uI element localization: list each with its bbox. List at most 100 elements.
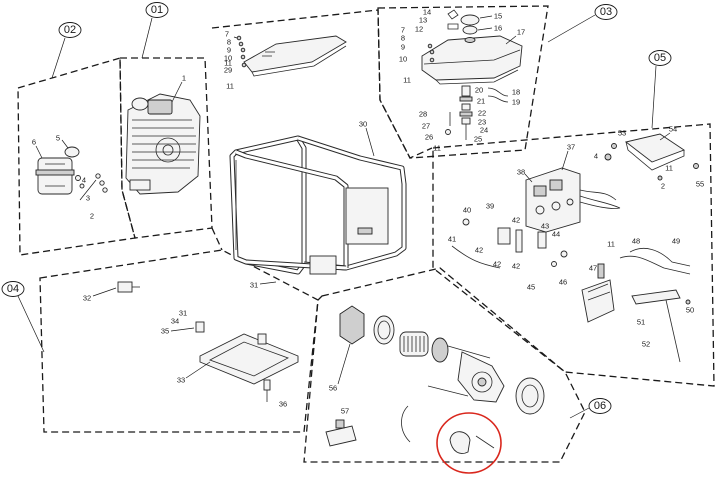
group-label-02-text: 02 [64, 24, 76, 36]
part-label-4: 4 [82, 176, 86, 185]
part-label-24: 24 [480, 126, 488, 135]
part-label-43: 43 [541, 222, 549, 231]
part-label-38: 38 [517, 168, 525, 177]
group-02-outline [17, 57, 136, 256]
part-label-49: 49 [672, 237, 680, 246]
group-label-05: 05 [648, 50, 672, 129]
part-label-7: 7 [225, 30, 229, 39]
part-label-14: 14 [423, 8, 431, 17]
part-label-11-panel: 11 [665, 164, 673, 173]
part-label-9: 9 [227, 46, 231, 55]
part-label-19: 19 [512, 98, 520, 107]
group-label-06: 06 [569, 398, 612, 419]
group-label-06-text: 06 [594, 400, 606, 412]
part-label-48: 48 [632, 237, 640, 246]
part-label-11-tank: 11 [403, 76, 411, 85]
part-label-54: 54 [669, 125, 677, 134]
part-label-21: 21 [477, 97, 485, 106]
part-label-57: 57 [341, 407, 349, 416]
group-label-05-text: 05 [654, 52, 666, 64]
part-label-45: 45 [527, 283, 535, 292]
group-05-outline [432, 123, 715, 387]
part-label-1: 1 [182, 74, 186, 83]
group-mid-outline [211, 227, 223, 251]
part-label-29: 29 [224, 66, 232, 75]
frame-assembly [229, 135, 407, 275]
part-label-42-b: 42 [475, 246, 483, 255]
part-label-33: 33 [177, 376, 185, 385]
part-label-22: 22 [478, 109, 486, 118]
part-label-10-tank: 10 [399, 55, 407, 64]
part-label-2-panel: 2 [661, 182, 665, 191]
control-panel-assembly [451, 133, 699, 363]
tank-cover-assembly [233, 35, 347, 77]
group-01-outline [119, 57, 213, 239]
part-label-40: 40 [463, 206, 471, 215]
part-label-11-tank-lower: 11 [433, 144, 441, 153]
part-label-41: 41 [448, 235, 456, 244]
base-mount-assembly [117, 281, 299, 402]
group-04-outline [39, 249, 319, 433]
part-label-35: 35 [161, 327, 169, 336]
engine-assembly [125, 93, 201, 195]
alternator-assembly [325, 305, 545, 454]
part-label-4-panel: 4 [594, 152, 598, 161]
part-label-25: 25 [474, 135, 482, 144]
part-label-42-a: 42 [512, 216, 520, 225]
part-label-50: 50 [686, 306, 694, 315]
part-label-56: 56 [329, 384, 337, 393]
group-03-outline [377, 5, 549, 159]
part-label-18: 18 [512, 88, 520, 97]
part-label-11-battery: 11 [607, 240, 615, 249]
part-label-20: 20 [475, 86, 483, 95]
part-label-7-tank: 7 [401, 26, 405, 35]
group-label-04-text: 04 [7, 283, 19, 295]
part-label-8-tank: 8 [401, 34, 405, 43]
group-label-01: 01 [141, 2, 169, 59]
part-label-5: 5 [56, 134, 60, 143]
group-top-outline [211, 9, 433, 159]
group-label-03: 03 [547, 4, 618, 43]
part-label-27: 27 [422, 122, 430, 131]
part-label-42-c: 42 [493, 260, 501, 269]
part-label-30: 30 [359, 120, 367, 129]
group-label-02: 02 [51, 22, 82, 79]
group-label-01-text: 01 [151, 4, 163, 16]
part-label-36: 36 [279, 400, 287, 409]
part-label-8: 8 [227, 38, 231, 47]
highlight-circle [436, 412, 502, 474]
part-label-26: 26 [425, 133, 433, 142]
part-label-31-frame: 31 [250, 281, 258, 290]
part-label-55: 55 [696, 180, 704, 189]
part-label-51: 51 [637, 318, 645, 327]
part-label-11-top: 11 [224, 59, 232, 68]
part-label-34: 34 [171, 317, 179, 326]
part-label-42-d: 42 [512, 262, 520, 271]
part-label-47: 47 [589, 264, 597, 273]
part-label-10: 10 [224, 54, 232, 63]
part-label-53: 53 [618, 129, 626, 138]
group-label-04: 04 [1, 281, 45, 353]
part-label-32: 32 [83, 294, 91, 303]
part-label-39: 39 [486, 202, 494, 211]
muffler-assembly [35, 146, 108, 201]
part-label-28: 28 [419, 110, 427, 119]
part-label-3: 3 [86, 194, 90, 203]
part-label-2: 2 [90, 212, 94, 221]
fuel-tank-assembly [421, 9, 523, 140]
part-label-44: 44 [552, 230, 560, 239]
part-label-16: 16 [494, 24, 502, 33]
part-label-6: 6 [32, 138, 36, 147]
part-label-9-tank: 9 [401, 43, 405, 52]
part-label-52: 52 [642, 340, 650, 349]
part-label-13: 13 [419, 16, 427, 25]
part-label-12: 12 [415, 25, 423, 34]
part-label-15: 15 [494, 12, 502, 21]
part-label-11-lower: 11 [226, 82, 234, 91]
part-label-37: 37 [567, 143, 575, 152]
part-label-46: 46 [559, 278, 567, 287]
group-label-03-text: 03 [600, 6, 612, 18]
part-label-23: 23 [478, 118, 486, 127]
group-06-outline [303, 267, 586, 463]
